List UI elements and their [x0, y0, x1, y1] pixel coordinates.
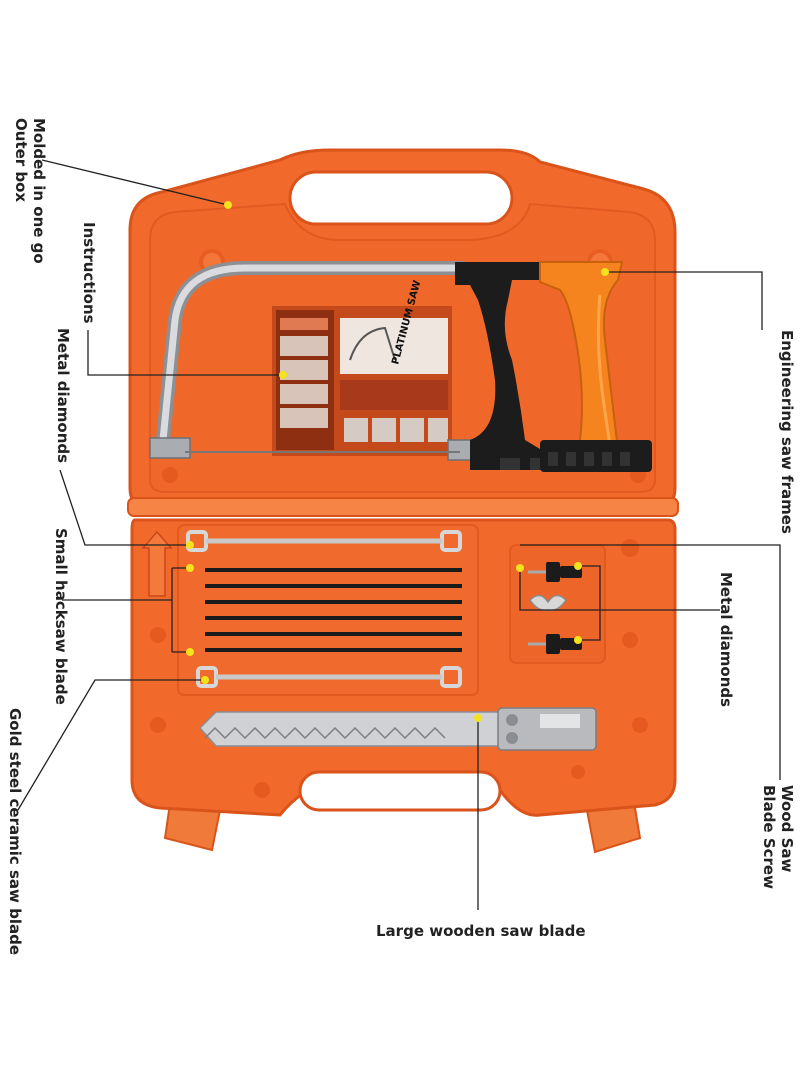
callout-engineering — [605, 271, 763, 330]
callout-instructions — [87, 330, 283, 376]
arrow-icon — [141, 530, 173, 597]
callout-lines — [17, 159, 781, 910]
small-hacksaw-blades — [186, 530, 462, 688]
label-metal-diamonds-left: Metal diamonds — [54, 328, 72, 464]
hacksaw-frame — [149, 261, 652, 472]
callout-dot-icon — [186, 201, 609, 722]
callout-molded — [41, 159, 229, 206]
label-molded-line2: Outer box — [12, 118, 30, 203]
callout-metal-right — [578, 565, 720, 611]
label-metal-diamonds-right: Metal diamonds — [717, 572, 735, 708]
wood-saw-blade — [198, 707, 597, 751]
label-gold-steel: Gold steel ceramic saw blade — [6, 708, 24, 956]
callout-wood-screw — [520, 544, 781, 780]
callout-metal-left — [59, 469, 188, 546]
label-large-wooden: Large wooden saw blade — [376, 922, 586, 940]
label-instructions: Instructions — [80, 222, 98, 324]
handle-slot — [288, 170, 514, 226]
callout-gold-steel — [17, 679, 205, 811]
bottom-handle-slot — [298, 770, 502, 812]
label-small-hacksaw: Small hacksaw blade — [52, 528, 70, 705]
case-hinge — [127, 497, 679, 517]
label-wood-saw-line2: Blade Screw — [760, 785, 778, 889]
label-engineering-frames: Engineering saw frames — [778, 330, 796, 534]
label-wood-saw-line1: Wood Saw — [778, 785, 796, 873]
instruction-manual: PLATINUM SAW — [272, 279, 452, 456]
label-molded-line1: Molded in one go — [30, 118, 48, 264]
screw-set — [528, 562, 582, 654]
